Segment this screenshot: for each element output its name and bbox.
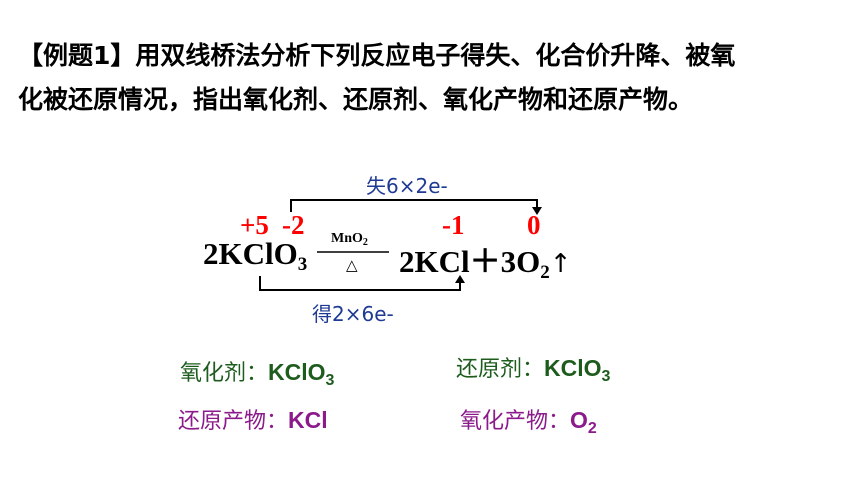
gas-arrow: ↑ bbox=[549, 249, 572, 279]
oxidation-product-answer: 氧化产物：O2 bbox=[460, 407, 597, 437]
reduction-product-answer: 还原产物：KCl bbox=[178, 407, 328, 434]
lose-electrons-label: 失6×2e- bbox=[366, 174, 448, 198]
reactant-formula: 2KClO3 bbox=[203, 236, 308, 275]
lose-bridge-arrowhead bbox=[532, 207, 542, 215]
question-line-1: 【例题1】用双线桥法分析下列反应电子得失、化合价升降、被氧 bbox=[18, 41, 736, 70]
lose-bridge-line bbox=[290, 199, 538, 212]
heating-symbol: △ bbox=[346, 256, 358, 274]
gain-bridge-arrowhead bbox=[455, 275, 465, 283]
ox-state-cl-reactant: +5 bbox=[240, 210, 269, 240]
question-line-2: 化被还原情况，指出氧化剂、还原剂、氧化产物和还原产物。 bbox=[18, 85, 694, 114]
gain-bridge-line bbox=[259, 276, 461, 291]
oxidant-answer: 氧化剂：KClO3 bbox=[180, 359, 335, 389]
products-formula: 2KCl＋3O2↑ bbox=[399, 244, 572, 283]
gain-electrons-label: 得2×6e- bbox=[312, 302, 394, 326]
catalyst-label: MnO2 bbox=[331, 231, 368, 248]
ox-state-o-reactant: -2 bbox=[282, 210, 305, 240]
reductant-answer: 还原剂：KClO3 bbox=[456, 355, 611, 385]
ox-state-cl-product: -1 bbox=[442, 210, 465, 240]
ox-state-o-product: 0 bbox=[527, 210, 541, 240]
